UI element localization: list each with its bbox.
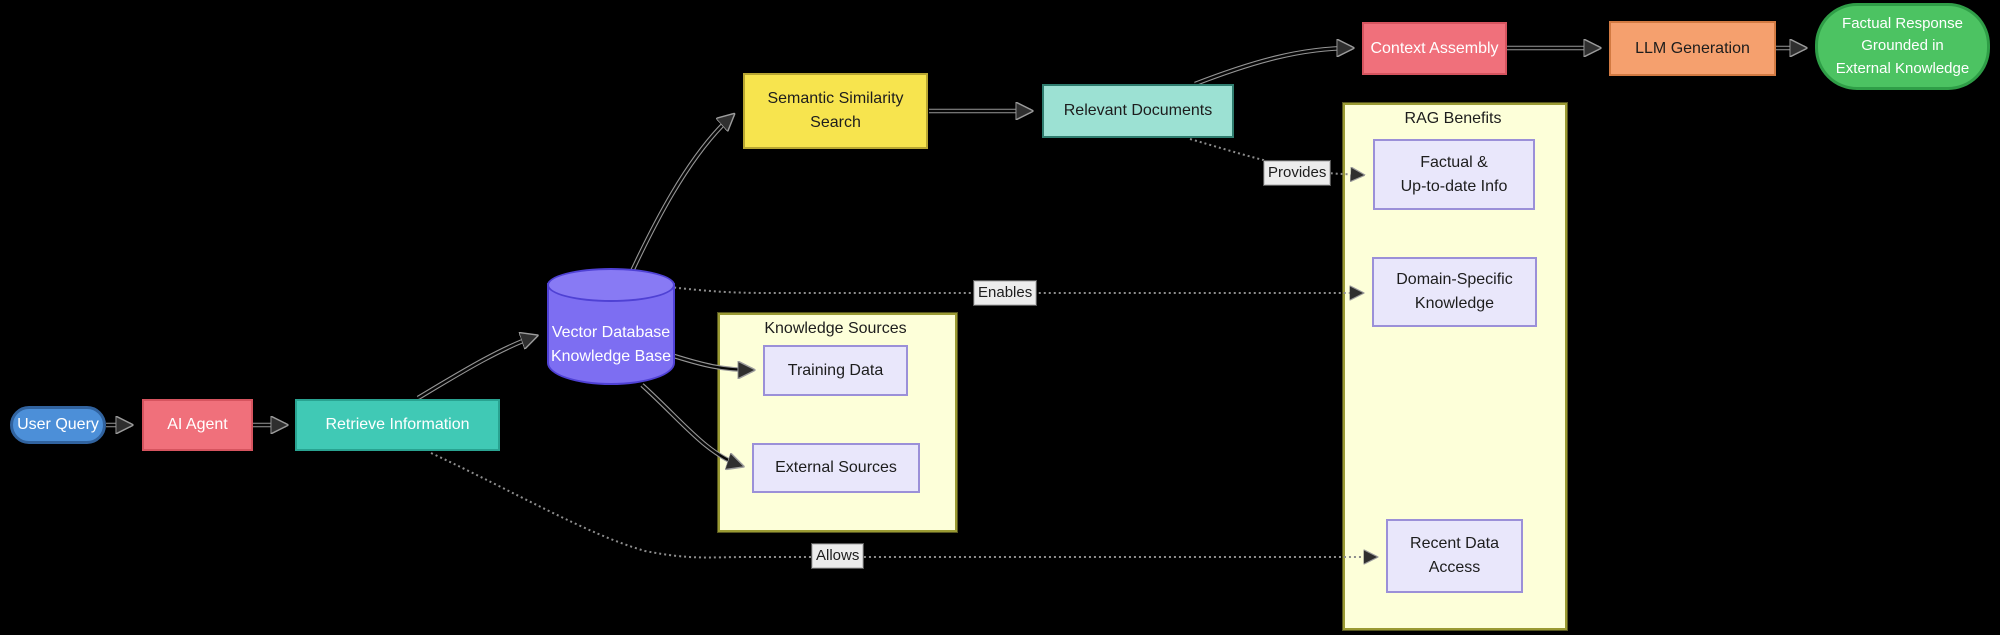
node-external-sources-label: External Sources — [775, 459, 897, 476]
node-user-query-label: User Query — [17, 416, 99, 433]
node-vector-database-line2: Knowledge Base — [550, 348, 672, 365]
node-factual-up-to-date-info-line2: Up-to-date Info — [1400, 177, 1508, 195]
container-rag-benefits-title: RAG Benefits — [1404, 110, 1502, 127]
edge-retrieve-to-vectordb-core — [417, 336, 536, 400]
node-retrieve-information-label: Retrieve Information — [325, 416, 470, 433]
node-factual-response-line2: Grounded in — [1861, 37, 1944, 55]
edge-vectordb-to-training-data-core — [673, 354, 753, 370]
node-factual-up-to-date-info-line1: Factual & — [1420, 153, 1488, 171]
edge-label-enables: Enables — [974, 281, 1037, 305]
node-factual-up-to-date-info-label: Factual & Up-to-date Info — [1401, 151, 1508, 199]
node-recent-data-access-line1: Recent Data — [1410, 535, 1499, 552]
node-domain-specific-knowledge-line2: Knowledge — [1414, 295, 1495, 312]
node-domain-specific-knowledge: Domain-Specific Knowledge — [1372, 257, 1537, 327]
edge-relevant-docs-to-context-assembly-core — [1194, 48, 1352, 86]
node-recent-data-access-label: Recent Data Access — [1410, 532, 1499, 580]
node-factual-up-to-date-info: Factual & Up-to-date Info — [1373, 139, 1535, 210]
edge-vectordb-to-semantic-search — [624, 113, 735, 283]
node-context-assembly: Context Assembly — [1362, 22, 1507, 75]
edge-relevant-docs-to-context-assembly — [1194, 45, 1353, 87]
node-semantic-similarity-search: Semantic Similarity Search — [743, 73, 928, 149]
node-context-assembly-label: Context Assembly — [1370, 39, 1499, 57]
node-factual-response-line1: Factual Response — [1842, 14, 1963, 32]
node-semantic-similarity-search-label: Semantic Similarity Search — [767, 87, 903, 135]
node-domain-specific-knowledge-label: Domain-Specific Knowledge — [1396, 268, 1512, 316]
node-relevant-documents-label: Relevant Documents — [1063, 102, 1213, 119]
node-semantic-similarity-search-line2: Search — [810, 114, 861, 131]
node-factual-response: Factual Response Grounded in External Kn… — [1815, 3, 1990, 90]
node-relevant-documents: Relevant Documents — [1042, 84, 1234, 138]
node-factual-response-line3: External Knowledge — [1835, 59, 1970, 77]
node-training-data-label: Training Data — [787, 361, 884, 379]
edge-vectordb-to-external-sources — [640, 383, 743, 469]
node-vector-database-line1: Vector Database — [551, 324, 671, 341]
node-user-query: User Query — [10, 406, 106, 444]
edge-label-provides: Provides — [1264, 161, 1331, 185]
edge-label-allows: Allows — [812, 544, 864, 568]
node-external-sources: External Sources — [752, 443, 920, 493]
node-ai-agent-label: AI Agent — [167, 416, 228, 433]
node-vector-database-label: Vector Database Knowledge Base — [551, 321, 671, 369]
node-retrieve-information: Retrieve Information — [295, 399, 500, 451]
node-factual-response-label: Factual Response Grounded in External Kn… — [1836, 13, 1969, 81]
node-llm-generation-label: LLM Generation — [1635, 39, 1750, 57]
node-llm-generation: LLM Generation — [1609, 21, 1776, 76]
node-domain-specific-knowledge-line1: Domain-Specific — [1396, 271, 1513, 288]
edge-vectordb-to-external-sources-core — [641, 384, 742, 466]
node-recent-data-access-line2: Access — [1428, 559, 1481, 576]
node-semantic-similarity-search-line1: Semantic Similarity — [767, 90, 904, 107]
node-ai-agent: AI Agent — [142, 399, 253, 451]
container-knowledge-sources-title: Knowledge Sources — [764, 320, 907, 337]
edge-vectordb-to-training-data — [673, 353, 754, 373]
node-training-data: Training Data — [763, 345, 908, 396]
edge-vectordb-to-semantic-search-core — [625, 115, 733, 283]
node-vector-database: Vector Database Knowledge Base — [547, 268, 675, 385]
node-recent-data-access: Recent Data Access — [1386, 519, 1523, 593]
